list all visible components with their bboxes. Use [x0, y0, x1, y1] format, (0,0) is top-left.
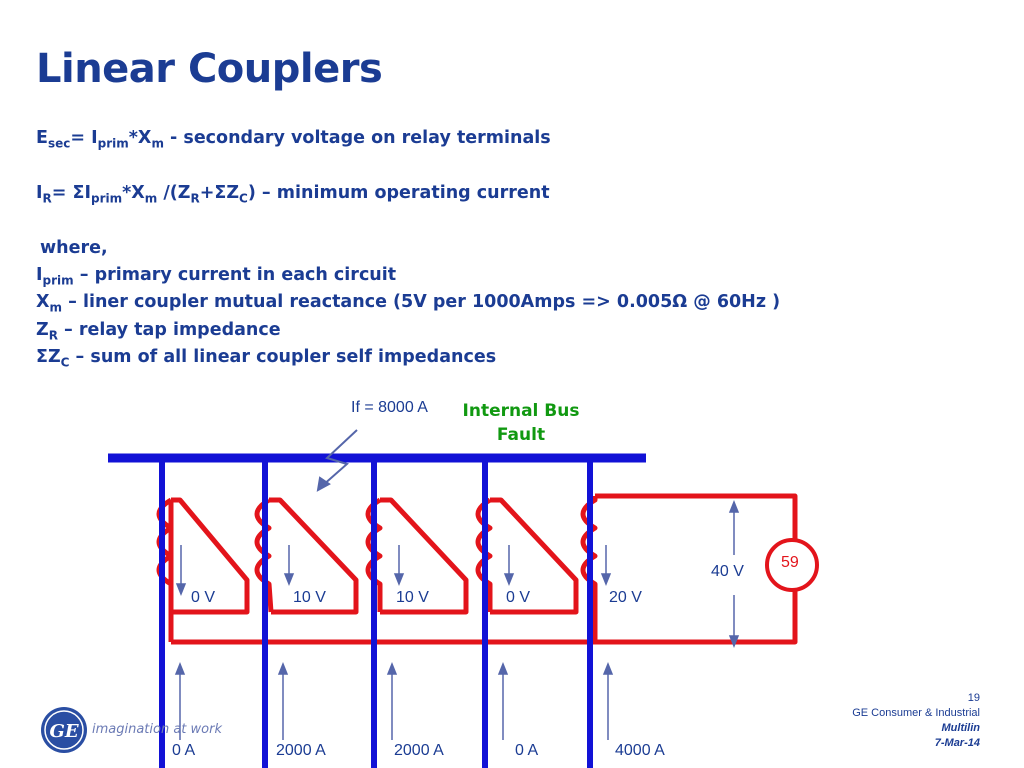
definition-iprim: Iprim – primary current in each circuit: [36, 265, 397, 288]
definition-xm: Xm – liner coupler mutual reactance (5V …: [36, 292, 781, 315]
coupler-voltage-5: 20 V: [609, 589, 642, 606]
slide-title: Linear Couplers: [36, 46, 383, 92]
relay-voltage-label: 40 V: [711, 563, 744, 580]
formula-ir: IR= ΣIprim*Xm /(ZR+ΣZC) – minimum operat…: [36, 183, 550, 206]
svg-text:GE: GE: [49, 721, 78, 742]
coupler-voltage-1: 0 V: [191, 589, 216, 606]
definition-sum-zc: ΣZC – sum of all linear coupler self imp…: [36, 347, 497, 370]
ge-tagline: imagination at work: [92, 722, 222, 737]
current-arrows: [174, 661, 614, 740]
fault-current-label: If = 8000 A: [351, 399, 428, 416]
coupler-voltage-4: 0 V: [506, 589, 531, 606]
circuit-current-4: 0 A: [515, 742, 539, 759]
formula-esec: Esec= Iprim*Xm - secondary voltage on re…: [36, 128, 551, 151]
circuit-current-3: 2000 A: [394, 742, 444, 759]
definition-zr: ZR – relay tap impedance: [36, 320, 281, 343]
coupler-2-coil: [254, 497, 274, 613]
coupler-4-coil: [475, 497, 493, 612]
circuit-current-2: 2000 A: [276, 742, 326, 759]
circuit-current-1: 0 A: [172, 742, 196, 759]
fault-arrow: [316, 429, 358, 492]
circuit-current-5: 4000 A: [615, 742, 665, 759]
fault-label: Internal Bus Fault: [462, 401, 580, 445]
coupler-2: [269, 497, 359, 615]
where-label: where,: [40, 238, 108, 258]
page-number: 19: [967, 692, 980, 704]
coupler-voltage-2: 10 V: [293, 589, 326, 606]
ge-logo: GE: [41, 707, 87, 753]
secondary-circuit: [156, 493, 798, 645]
coupler-1: [171, 497, 250, 615]
bus-structure: [108, 453, 646, 768]
relay-voltage-arrows: [728, 499, 740, 649]
relay-59-circle: [765, 538, 819, 592]
relay-59-label: 59: [781, 554, 799, 571]
coupler-5-coil: [580, 496, 598, 640]
coupler-4: [490, 497, 579, 615]
coupler-3-coil: [365, 497, 383, 612]
brand-name: Multilin: [941, 722, 981, 734]
slide-date: 7-Mar-14: [934, 737, 980, 749]
coupler-3: [380, 497, 469, 615]
voltage-arrows: [175, 545, 612, 597]
company-name: GE Consumer & Industrial: [852, 707, 980, 719]
coupler-voltage-3: 10 V: [396, 589, 429, 606]
